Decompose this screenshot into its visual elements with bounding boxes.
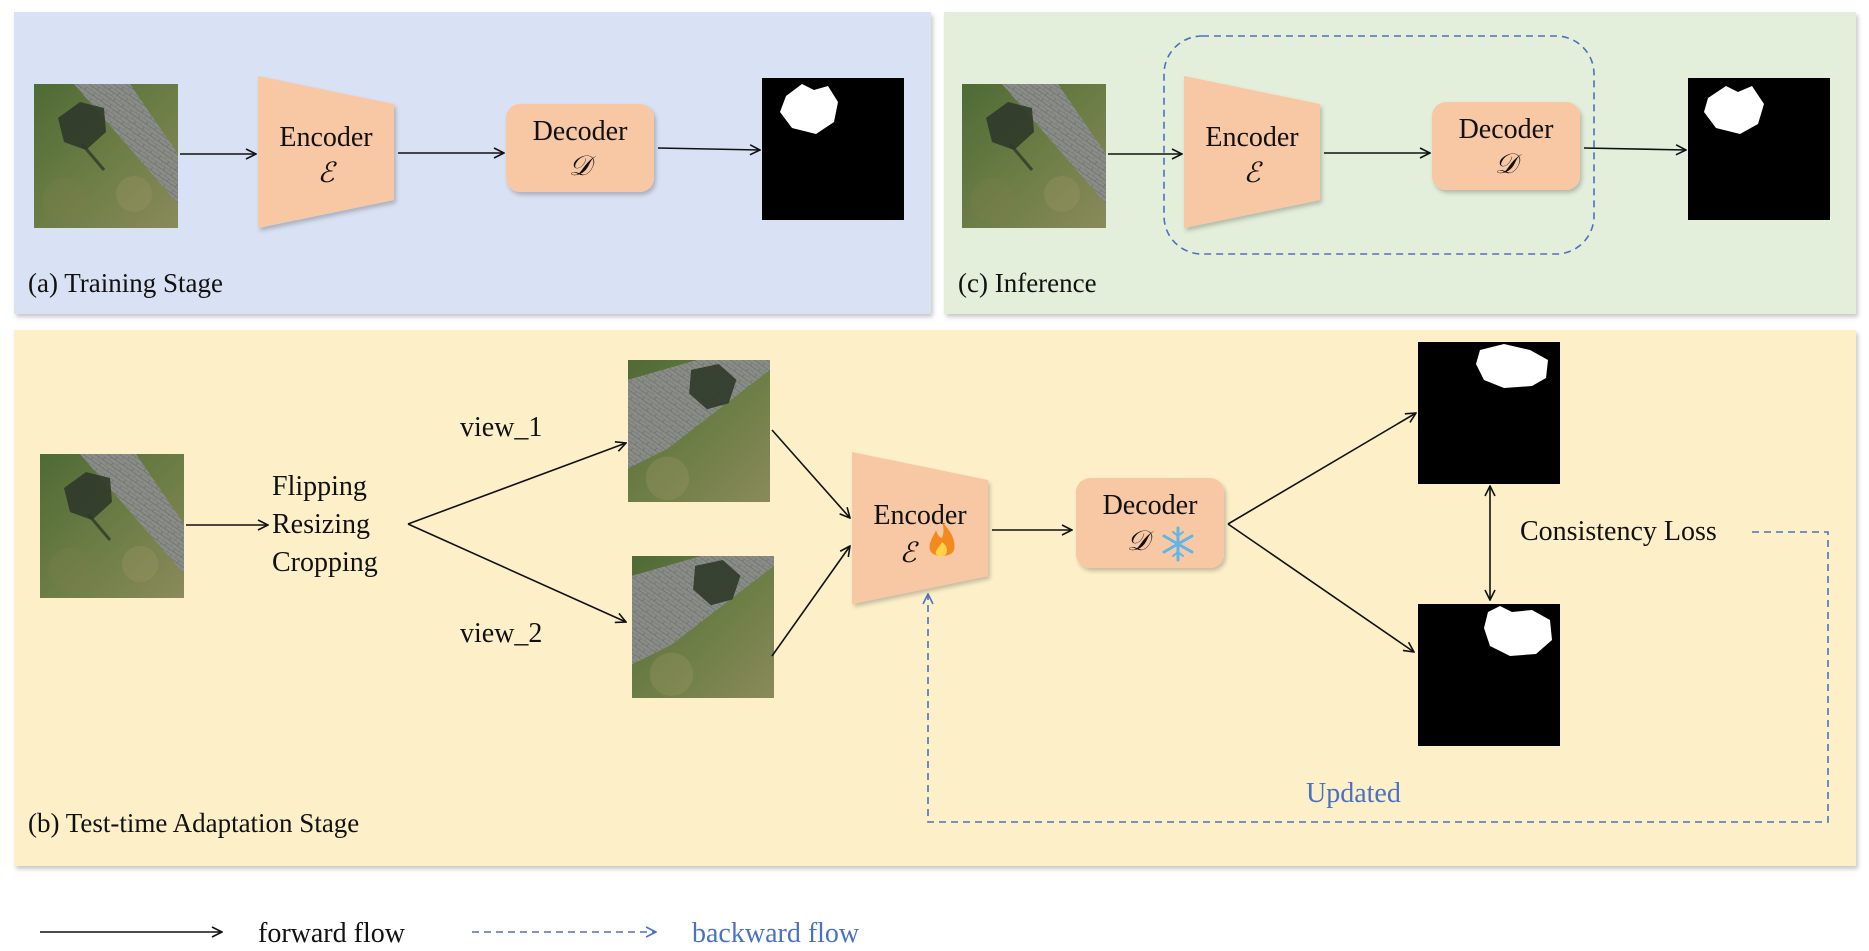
inference-encoder-label: Encoder — [1205, 122, 1299, 153]
tta-decoder-label: Decoder — [1103, 490, 1199, 521]
inference-caption: (c) Inference — [958, 268, 1097, 298]
view2-label: view_2 — [460, 618, 542, 649]
augment-resizing: Resizing — [272, 509, 370, 540]
augment-flipping: Flipping — [272, 471, 367, 502]
augment-cropping: Cropping — [272, 547, 378, 578]
inference-encoder-symbol: ℰ — [1244, 156, 1264, 189]
tta-encoder-block — [852, 452, 988, 604]
view2-image — [632, 556, 774, 698]
training-output-mask — [762, 78, 904, 220]
tta-panel — [14, 330, 1856, 866]
tta-input-image — [40, 454, 184, 598]
training-encoder-block — [258, 76, 394, 228]
tta-caption: (b) Test-time Adaptation Stage — [28, 808, 359, 838]
training-encoder-label: Encoder — [279, 122, 373, 153]
tta-encoder-symbol: ℰ — [900, 536, 920, 569]
training-decoder-label: Decoder — [533, 116, 629, 147]
view1-image — [628, 360, 770, 502]
training-decoder-block — [506, 104, 654, 192]
tta-decoder-block — [1076, 478, 1224, 568]
inference-decoder-block — [1432, 102, 1580, 190]
inference-decoder-label: Decoder — [1459, 114, 1555, 145]
tta-arrow-to-view1 — [407, 443, 626, 525]
tta-arrow-to-view2 — [407, 523, 626, 622]
legend-backward-label: backward flow — [692, 918, 860, 949]
training-caption: (a) Training Stage — [28, 268, 223, 298]
training-input-image — [34, 84, 178, 228]
tta-arrow-decoder-mask2 — [1227, 523, 1414, 652]
tta-arrow-view1-encoder — [771, 429, 850, 518]
tta-arrow-view2-encoder — [771, 546, 850, 657]
tta-arrow-decoder-mask1 — [1227, 413, 1416, 525]
tta-output-mask-2 — [1418, 604, 1560, 746]
training-arrow-decoder-mask — [657, 148, 760, 150]
training-encoder-symbol: ℰ — [318, 156, 338, 189]
inference-arrow-decoder-mask — [1583, 148, 1686, 150]
update-feedback-path — [928, 531, 1829, 823]
view1-label: view_1 — [460, 412, 542, 443]
legend-forward-label: forward flow — [258, 918, 406, 949]
inference-model-group — [1163, 35, 1595, 255]
flame-icon — [929, 522, 955, 557]
inference-input-image — [962, 84, 1106, 228]
snowflake-icon — [1162, 526, 1194, 562]
inference-encoder-block — [1184, 76, 1320, 228]
updated-label: Updated — [1306, 778, 1401, 809]
inference-output-mask — [1688, 78, 1830, 220]
consistency-loss-label: Consistency Loss — [1520, 516, 1717, 547]
tta-output-mask-1 — [1418, 342, 1560, 484]
tta-encoder-label: Encoder — [873, 500, 967, 531]
